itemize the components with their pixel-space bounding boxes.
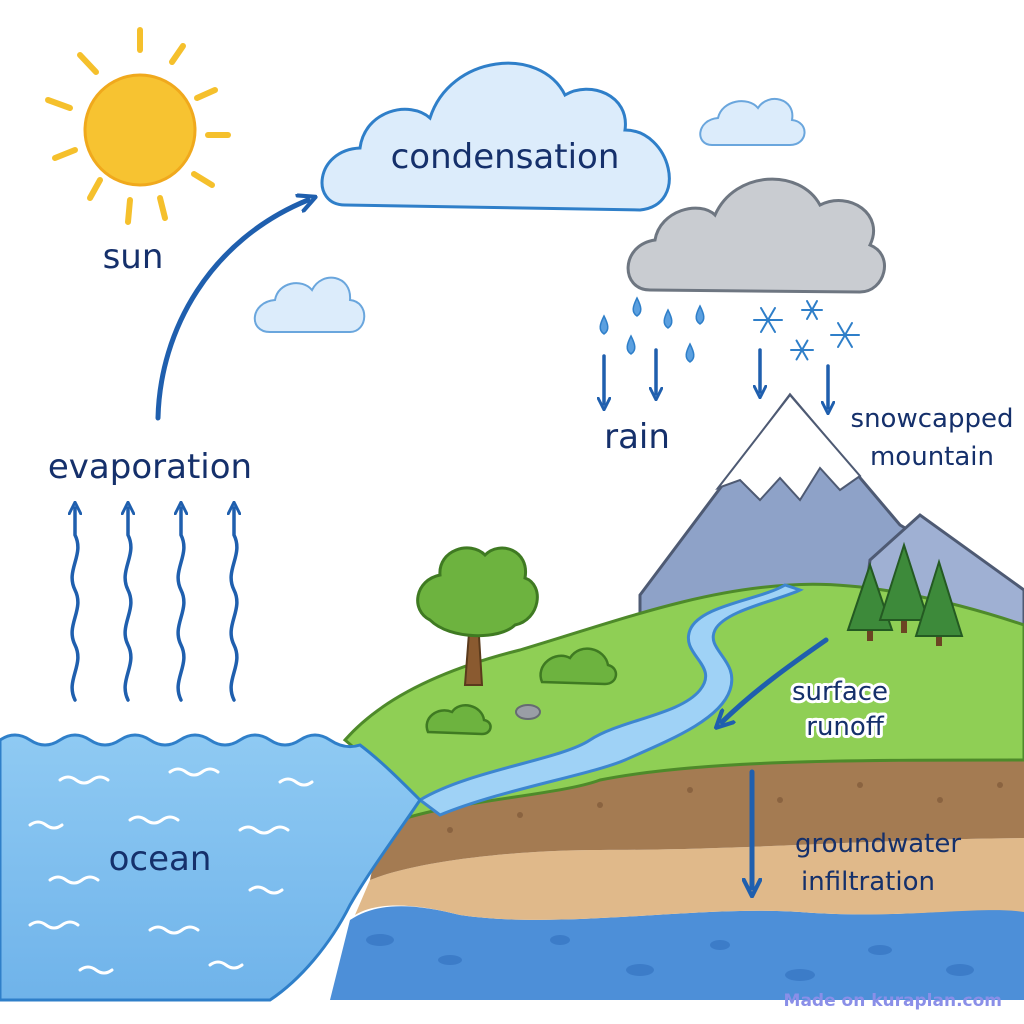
deciduous-tree [416, 546, 539, 686]
pine-trees [846, 541, 964, 646]
surface-runoff-label-line1: surface [792, 677, 888, 707]
small-cloud [253, 276, 366, 333]
snowcapped-mountain-label-line2: mountain [870, 442, 994, 472]
ocean-waves [28, 767, 314, 975]
bush [425, 704, 492, 736]
rain-label: rain [604, 417, 670, 457]
rain-cloud [626, 177, 886, 294]
evaporation-label: evaporation [48, 447, 252, 487]
groundwater-pebbles [366, 934, 974, 981]
small-cloud [699, 98, 806, 146]
rain-drops [599, 296, 705, 363]
precipitation-arrows [604, 348, 828, 408]
soil-layer [370, 760, 1024, 880]
sun [45, 27, 231, 225]
sand-layer [355, 838, 1024, 920]
groundwater-infiltration-label-line1: groundwater [795, 829, 961, 859]
snowcapped-mountain-label-line1: snowcapped [851, 404, 1014, 434]
snowflakes [753, 300, 860, 361]
sun-rays [45, 27, 231, 225]
soil-dots [447, 782, 1003, 833]
ocean-label: ocean [109, 839, 212, 879]
surface-runoff-arrow [722, 637, 829, 722]
evaporation-to-condensation-arrow [155, 200, 308, 421]
sun-label: sun [103, 237, 164, 277]
watermark: Made on kuraplan.com [784, 991, 1002, 1011]
bush [539, 647, 618, 686]
condensation-label: condensation [391, 137, 620, 177]
rock [515, 704, 541, 720]
river [417, 583, 804, 817]
evaporation-arrows [72, 508, 237, 702]
groundwater-infiltration-label-line2: infiltration [801, 867, 935, 897]
surface-runoff-label-line2: runoff [806, 712, 885, 742]
condensation-cloud [320, 61, 671, 212]
groundwater [330, 906, 1024, 1000]
ocean [0, 733, 422, 1002]
